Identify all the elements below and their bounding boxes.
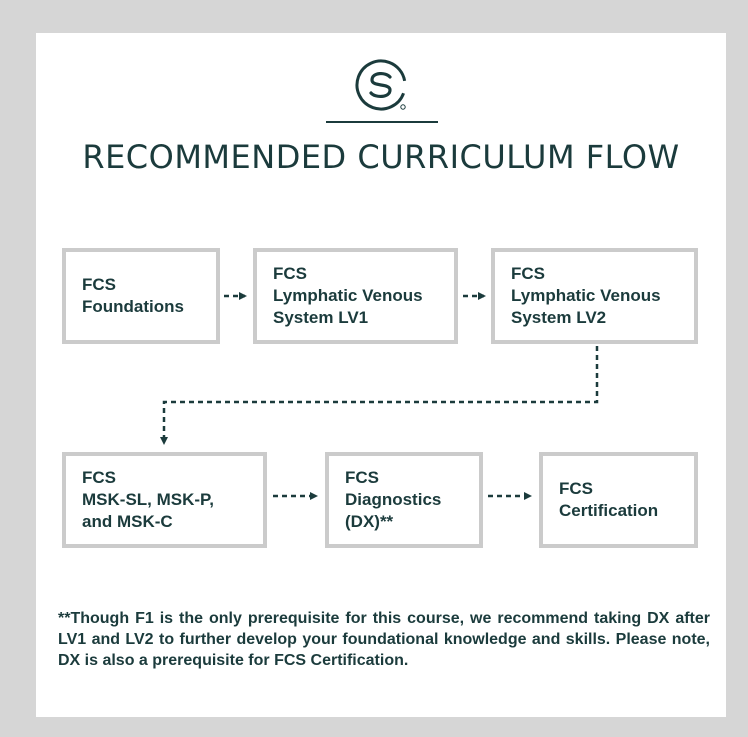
course-box-lv1: FCS Lymphatic Venous System LV1 bbox=[253, 248, 458, 344]
course-box-certification: FCS Certification bbox=[539, 452, 698, 548]
course-line: and MSK-C bbox=[82, 512, 173, 531]
logo-divider bbox=[326, 121, 438, 123]
course-line: FCS bbox=[559, 479, 593, 498]
course-box-foundations: FCS Foundations bbox=[62, 248, 220, 344]
course-line: FCS bbox=[82, 275, 116, 294]
footnote: **Though F1 is the only prerequisite for… bbox=[58, 610, 710, 669]
course-box-msk: FCS MSK-SL, MSK-P, and MSK-C bbox=[62, 452, 267, 548]
course-line: Lymphatic Venous bbox=[273, 286, 423, 305]
course-line: (DX)** bbox=[345, 512, 394, 531]
course-line: FCS bbox=[345, 468, 379, 487]
course-line: Diagnostics bbox=[345, 490, 442, 509]
course-line: FCS bbox=[273, 264, 307, 283]
page-title: RECOMMENDED CURRICULUM FLOW bbox=[82, 138, 680, 176]
course-line: System LV1 bbox=[273, 308, 369, 327]
course-line: Certification bbox=[559, 501, 659, 520]
course-line: FCS bbox=[82, 468, 116, 487]
course-line: Foundations bbox=[82, 297, 184, 316]
fcs-logo-icon bbox=[355, 59, 407, 111]
course-line: MSK-SL, MSK-P, bbox=[82, 490, 214, 509]
course-line: Lymphatic Venous bbox=[511, 286, 661, 305]
course-box-dx: FCS Diagnostics (DX)** bbox=[325, 452, 483, 548]
course-line: FCS bbox=[511, 264, 545, 283]
course-line: System LV2 bbox=[511, 308, 607, 327]
course-box-lv2: FCS Lymphatic Venous System LV2 bbox=[491, 248, 698, 344]
